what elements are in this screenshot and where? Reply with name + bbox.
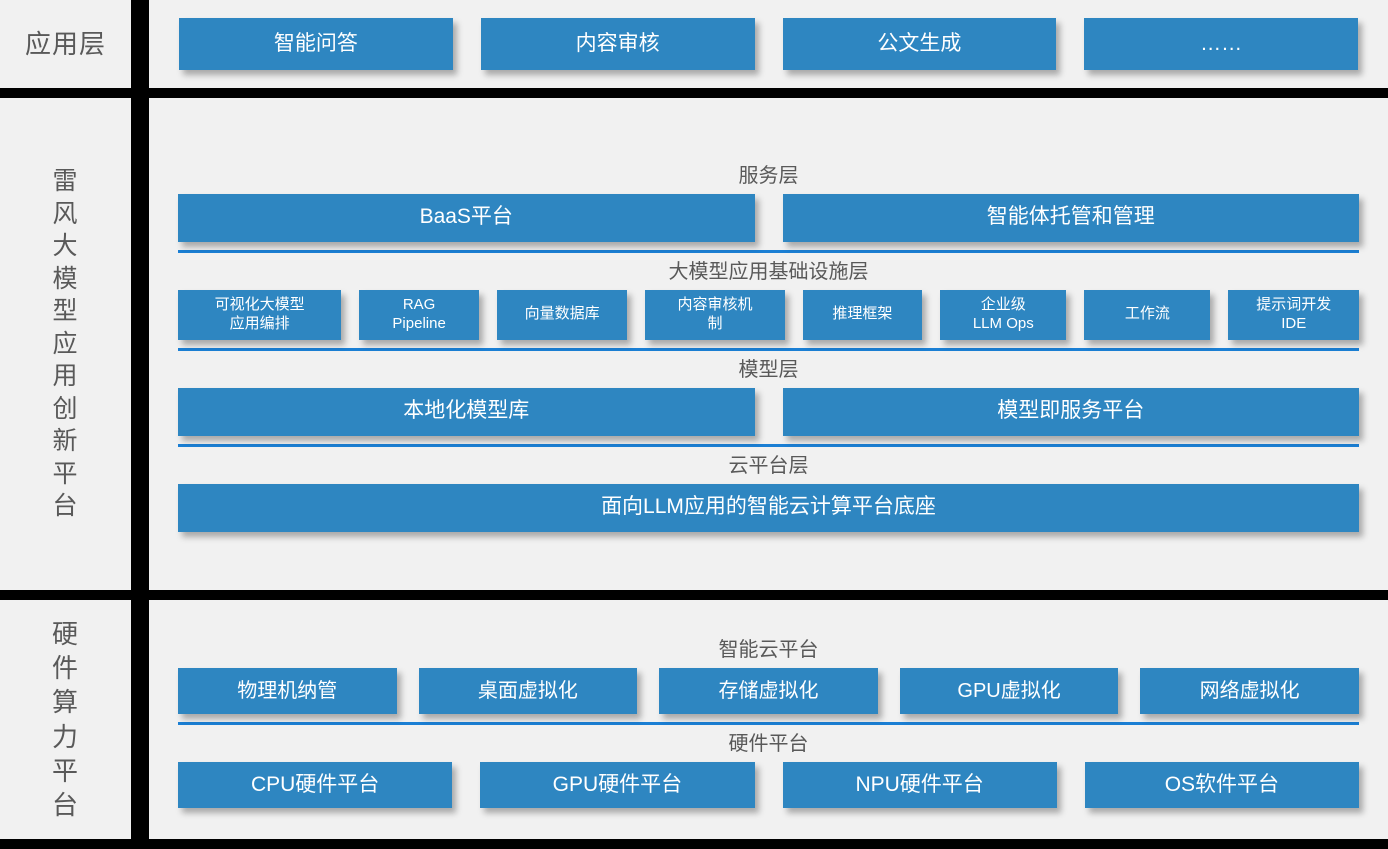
- hw-box-npu-platform[interactable]: NPU硬件平台: [782, 762, 1057, 808]
- hw-box-gpu-platform[interactable]: GPU硬件平台: [480, 762, 755, 808]
- content-application-layer: 智能问答 内容审核 公文生成 ……: [149, 0, 1388, 88]
- sidebar-label-platform: 雷 风 大 模 型 应 用 创 新 平 台: [52, 167, 79, 521]
- model-box-maas-platform[interactable]: 模型即服务平台: [782, 387, 1359, 436]
- sublayer-title-intelligent-cloud: 智能云平台: [718, 639, 819, 661]
- infra-box-prompt-ide[interactable]: 提示词开发 IDE: [1228, 289, 1359, 340]
- infra-box-workflow[interactable]: 工作流: [1084, 289, 1211, 340]
- sidebar-hardware-layer: 硬 件 算 力 平 台: [0, 600, 131, 839]
- hw-box-cpu-platform[interactable]: CPU硬件平台: [178, 762, 453, 808]
- section-platform-layer: 雷 风 大 模 型 应 用 创 新 平 台 服务层 BaaS平台 智能体托管和管…: [0, 98, 1388, 590]
- sublayer-model: 模型层 本地化模型库 模型即服务平台: [149, 351, 1388, 447]
- infra-box-content-review-mechanism[interactable]: 内容审核机 制: [645, 289, 785, 340]
- app-box-qa[interactable]: 智能问答: [179, 18, 453, 70]
- service-box-row: BaaS平台 智能体托管和管理: [178, 193, 1359, 242]
- section-application-layer: 应用层 智能问答 内容审核 公文生成 ……: [0, 0, 1388, 88]
- sidebar-divider-gap-2: [131, 98, 149, 590]
- sidebar-divider-gap: [131, 0, 149, 88]
- sublayer-infrastructure: 大模型应用基础设施层 可视化大模型 应用编排 RAG Pipeline 向量数据…: [149, 253, 1388, 351]
- sublayer-title-model: 模型层: [738, 358, 799, 381]
- sublayer-service: 服务层 BaaS平台 智能体托管和管理: [149, 157, 1388, 253]
- sidebar-label-application: 应用层: [24, 28, 106, 59]
- hw-box-desktop-virtualization[interactable]: 桌面虚拟化: [418, 668, 638, 714]
- infra-box-visual-orchestration[interactable]: 可视化大模型 应用编排: [178, 289, 342, 340]
- sublayer-cloud-platform: 云平台层 面向LLM应用的智能云计算平台底座: [149, 447, 1388, 532]
- model-box-local-repository[interactable]: 本地化模型库: [178, 387, 755, 436]
- divider-service: [178, 249, 1359, 253]
- service-box-agent-management[interactable]: 智能体托管和管理: [782, 193, 1359, 242]
- hw-box-physical-machine-management[interactable]: 物理机纳管: [178, 668, 397, 714]
- cloud-box-row: 面向LLM应用的智能云计算平台底座: [178, 483, 1359, 532]
- sidebar-divider-gap-3: [131, 600, 149, 839]
- app-box-more[interactable]: ……: [1084, 18, 1358, 70]
- section-gap-2: [0, 590, 1388, 600]
- sublayer-title-service: 服务层: [738, 164, 799, 187]
- infra-box-vector-database[interactable]: 向量数据库: [496, 289, 628, 340]
- hw-box-gpu-virtualization[interactable]: GPU虚拟化: [899, 668, 1119, 714]
- section-hardware-layer: 硬 件 算 力 平 台 智能云平台 物理机纳管 桌面虚拟化 存储虚拟化 GPU虚…: [0, 600, 1388, 839]
- hardware-platform-box-row: CPU硬件平台 GPU硬件平台 NPU硬件平台 OS软件平台: [178, 762, 1359, 808]
- intelligent-cloud-box-row: 物理机纳管 桌面虚拟化 存储虚拟化 GPU虚拟化 网络虚拟化: [178, 668, 1359, 714]
- divider-model: [178, 443, 1359, 447]
- sidebar-application-layer: 应用层: [0, 0, 131, 88]
- sublayer-title-hardware-platform: 硬件平台: [728, 733, 809, 755]
- sublayer-title-infrastructure: 大模型应用基础设施层: [668, 260, 869, 283]
- service-box-baas[interactable]: BaaS平台: [178, 193, 755, 242]
- content-hardware-layer: 智能云平台 物理机纳管 桌面虚拟化 存储虚拟化 GPU虚拟化 网络虚拟化 硬件平…: [149, 600, 1388, 839]
- cloud-box-llm-cloud-base[interactable]: 面向LLM应用的智能云计算平台底座: [178, 483, 1359, 532]
- hw-box-os-platform[interactable]: OS软件平台: [1084, 762, 1359, 808]
- infra-box-inference-framework[interactable]: 推理框架: [802, 289, 923, 340]
- model-box-row: 本地化模型库 模型即服务平台: [178, 387, 1359, 436]
- app-box-content-review[interactable]: 内容审核: [480, 18, 755, 70]
- section-gap-1: [0, 88, 1388, 98]
- sublayer-intelligent-cloud: 智能云平台 物理机纳管 桌面虚拟化 存储虚拟化 GPU虚拟化 网络虚拟化: [149, 631, 1388, 725]
- infra-box-rag-pipeline[interactable]: RAG Pipeline: [359, 289, 479, 340]
- content-platform-layer: 服务层 BaaS平台 智能体托管和管理 大模型应用基础设施层 可视化大模型 应用…: [149, 98, 1388, 590]
- app-box-doc-generation[interactable]: 公文生成: [782, 18, 1057, 70]
- infra-box-enterprise-llm-ops[interactable]: 企业级 LLM Ops: [940, 289, 1067, 340]
- sidebar-label-hardware: 硬 件 算 力 平 台: [51, 618, 79, 821]
- divider-infrastructure: [178, 347, 1359, 351]
- hw-box-network-virtualization[interactable]: 网络虚拟化: [1140, 668, 1359, 714]
- infrastructure-box-row: 可视化大模型 应用编排 RAG Pipeline 向量数据库 内容审核机 制 推…: [178, 289, 1359, 340]
- sidebar-platform-layer: 雷 风 大 模 型 应 用 创 新 平 台: [0, 98, 131, 590]
- sublayer-hardware-platform: 硬件平台 CPU硬件平台 GPU硬件平台 NPU硬件平台 OS软件平台: [149, 725, 1388, 808]
- divider-intelligent-cloud: [178, 722, 1359, 725]
- sublayer-title-cloud-platform: 云平台层: [728, 454, 809, 477]
- application-box-row: 智能问答 内容审核 公文生成 ……: [149, 0, 1388, 88]
- hw-box-storage-virtualization[interactable]: 存储虚拟化: [659, 668, 878, 714]
